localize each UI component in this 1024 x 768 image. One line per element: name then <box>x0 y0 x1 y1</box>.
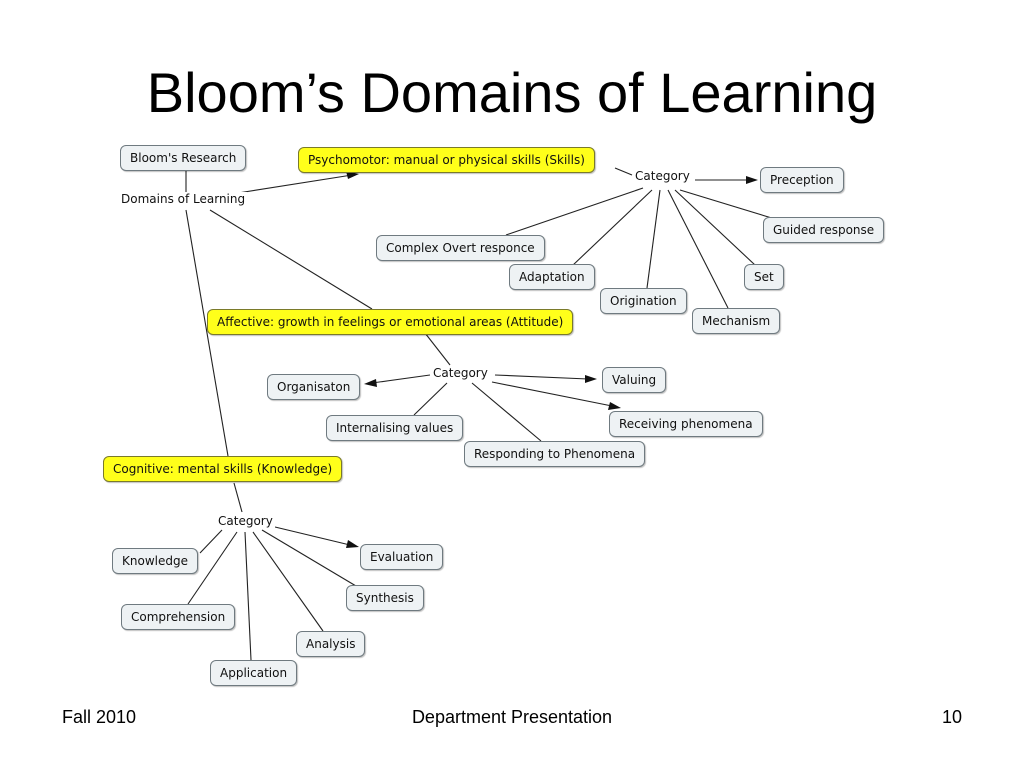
link-cog-comprehension <box>187 531 238 605</box>
link-psy-mechanism <box>667 189 729 309</box>
link-aff-receiving <box>491 381 613 407</box>
node-evaluation: Evaluation <box>360 544 444 570</box>
link-cog-category <box>233 482 243 513</box>
node-guided-response: Guided response <box>763 217 885 243</box>
node-mechanism: Mechanism <box>692 308 781 334</box>
link-psy-category <box>614 167 633 176</box>
node-adaptation: Adaptation <box>509 264 595 290</box>
node-application: Application <box>210 660 298 686</box>
node-affective-domain: Affective: growth in feelings or emotion… <box>207 309 574 335</box>
node-valuing: Valuing <box>602 367 667 393</box>
footer-date: Fall 2010 <box>62 707 137 727</box>
node-receiving-phenomena: Receiving phenomena <box>609 411 763 437</box>
link-domains-psychomotor <box>237 174 353 194</box>
node-blooms-research: Bloom's Research <box>120 145 247 171</box>
link-psy-complex <box>505 187 644 236</box>
link-cog-application <box>244 531 252 661</box>
node-set: Set <box>744 264 784 290</box>
link-psy-adaptation <box>571 189 653 267</box>
footer-title: Department Presentation <box>411 707 613 727</box>
link-aff-organisaton <box>371 374 431 384</box>
node-preception: Preception <box>760 167 844 193</box>
slide-title: Bloom’s Domains of Learning <box>146 61 878 124</box>
arrowhead-valuing <box>585 375 597 383</box>
node-psychomotor-domain: Psychomotor: manual or physical skills (… <box>298 147 595 173</box>
link-aff-category <box>424 332 451 366</box>
link-cog-knowledge <box>199 529 223 554</box>
arrowhead-organisaton <box>364 379 377 387</box>
link-domains-cognitive <box>185 209 229 457</box>
link-psy-guided <box>679 189 776 220</box>
label-psychomotor-category: Category <box>633 169 692 183</box>
arrowhead-evaluation <box>346 540 359 548</box>
footer-page-number: 10 <box>941 707 962 727</box>
arrowhead-psychomotor <box>346 171 359 179</box>
arrowhead-receiving <box>608 402 621 410</box>
link-cog-synthesis <box>261 529 357 587</box>
node-complex-overt-responce: Complex Overt responce <box>376 235 545 261</box>
link-psy-set <box>674 189 756 266</box>
link-aff-responding <box>471 382 542 442</box>
link-psy-origination <box>646 189 661 289</box>
link-aff-internalising <box>413 382 448 416</box>
node-organisaton: Organisaton <box>267 374 361 400</box>
node-comprehension: Comprehension <box>121 604 236 630</box>
link-aff-valuing <box>494 374 589 380</box>
label-cognitive-category: Category <box>216 514 275 528</box>
node-origination: Origination <box>600 288 687 314</box>
link-cog-analysis <box>252 531 324 632</box>
label-domains-of-learning: Domains of Learning <box>119 192 248 206</box>
link-domains-affective <box>209 209 373 310</box>
link-cog-evaluation <box>274 526 351 546</box>
node-internalising-values: Internalising values <box>326 415 464 441</box>
node-knowledge: Knowledge <box>112 548 198 574</box>
arrowhead-preception <box>746 176 758 184</box>
label-affective-category: Category <box>431 366 490 380</box>
node-analysis: Analysis <box>296 631 366 657</box>
node-cognitive-domain: Cognitive: mental skills (Knowledge) <box>103 456 343 482</box>
node-synthesis: Synthesis <box>346 585 424 611</box>
node-responding-to-phenomena: Responding to Phenomena <box>464 441 646 467</box>
